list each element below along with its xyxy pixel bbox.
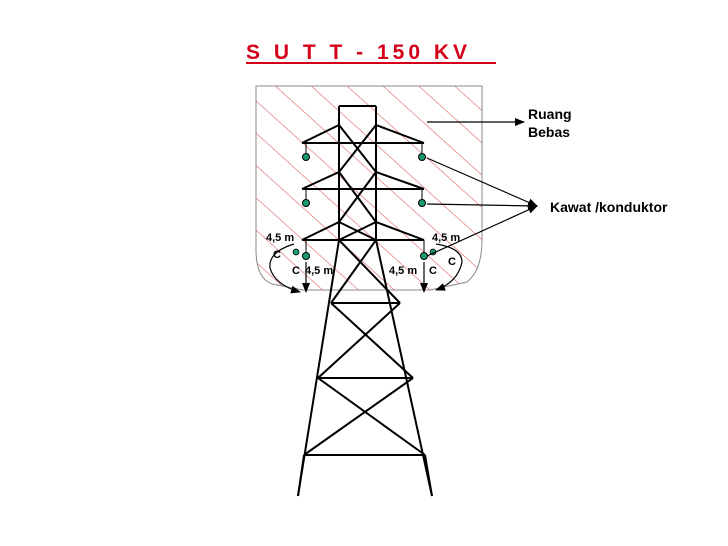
insulator-middle-left — [302, 189, 310, 207]
c-label-upper-left: C — [273, 249, 281, 261]
c-label-lower-left: C — [292, 265, 300, 277]
insulator-lower-left — [302, 240, 310, 260]
label-ruang: Ruang — [528, 106, 572, 122]
c-dot-left — [292, 248, 300, 256]
arrow-kawat-1 — [426, 157, 538, 207]
insulators — [302, 143, 428, 260]
arrow-kawat-2 — [426, 201, 538, 210]
label-kawat-konduktor: Kawat /konduktor — [550, 199, 668, 215]
insulator-upper-right — [418, 143, 426, 161]
arrow-kawat-3 — [426, 205, 538, 257]
c-label-lower-right: C — [429, 265, 437, 277]
dim-upper-left-label: 4,5 m — [266, 232, 294, 244]
dim-upper-right-label: 4,5 m — [432, 232, 460, 244]
dimension-lines — [269, 243, 463, 294]
dim-lower-right-label: 4,5 m — [389, 265, 417, 277]
callout-arrows — [426, 118, 538, 257]
insulator-upper-left — [302, 143, 310, 161]
label-bebas: Bebas — [528, 124, 570, 140]
insulator-middle-right — [418, 189, 426, 207]
dim-lower-left-label: 4,5 m — [305, 265, 333, 277]
page-title: S U T T - 150 KV — [246, 41, 471, 64]
c-label-upper-right: C — [448, 256, 456, 268]
tower — [297, 105, 433, 497]
